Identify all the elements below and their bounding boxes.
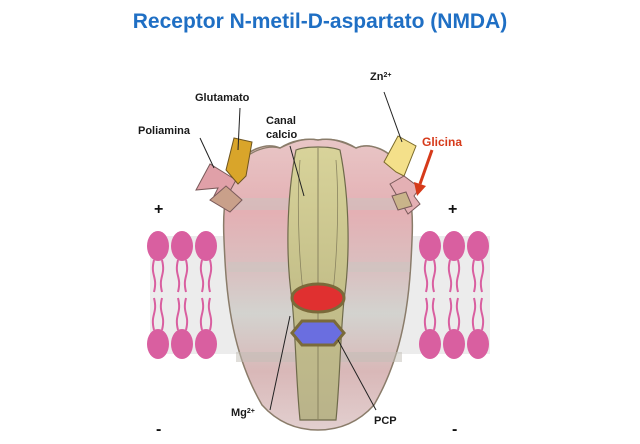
lipid-head	[147, 231, 169, 261]
lipid-tail	[447, 259, 453, 293]
canal-label-line1: Canal	[266, 115, 296, 127]
lipid-head	[147, 329, 169, 359]
lipid-head	[443, 231, 465, 261]
lipid-tail	[159, 297, 165, 331]
glicina-site	[389, 175, 421, 215]
lipid-head	[171, 329, 193, 359]
lipid-tail	[183, 297, 189, 331]
glicina-arrow	[414, 149, 434, 196]
lipid-tail	[471, 259, 477, 293]
pcp-label: PCP	[374, 415, 397, 427]
glutamato-site	[225, 137, 253, 185]
mg-label: Mg2+	[231, 407, 255, 419]
lipid-tail	[447, 297, 453, 331]
glicina-label: Glicina	[422, 135, 462, 149]
lipid-tail	[431, 259, 437, 293]
lipid-tail	[479, 259, 485, 293]
poliamina-label: Poliamina	[138, 125, 191, 137]
glutamato-label: Glutamato	[195, 92, 250, 104]
lipid-tail	[199, 297, 205, 331]
plus-sign-right: +	[448, 201, 457, 218]
pcp-site	[290, 319, 346, 347]
poliamina-site	[195, 163, 243, 213]
diagram-title: Receptor N-metil-D-aspartato (NMDA)	[132, 10, 508, 33]
lipid-tail	[207, 259, 213, 293]
lipid-head	[195, 231, 217, 261]
lipid-tail	[455, 259, 461, 293]
lipid-head	[419, 329, 441, 359]
lipid-tail	[455, 297, 461, 331]
lipid-tail	[159, 259, 165, 293]
lipid-head	[419, 231, 441, 261]
lipid-tail	[423, 259, 429, 293]
lipid-head	[467, 329, 489, 359]
lipid-tail	[175, 259, 181, 293]
minus-sign-left: -	[156, 421, 161, 438]
leader-lines	[199, 91, 403, 411]
mg-site	[290, 282, 346, 314]
lipid-tail	[151, 259, 157, 293]
lipid-tail	[423, 297, 429, 331]
lipid-head	[195, 329, 217, 359]
lipid-tail	[471, 297, 477, 331]
lipid-head	[467, 231, 489, 261]
canal-label-line2: calcio	[266, 129, 297, 141]
lipid-head	[443, 329, 465, 359]
lipid-head	[171, 231, 193, 261]
lipid-tail	[479, 297, 485, 331]
plus-sign-left: +	[154, 201, 163, 218]
zn-site	[383, 135, 417, 177]
lipid-tail	[151, 297, 157, 331]
minus-sign-right: -	[452, 421, 457, 438]
lipid-tail	[199, 259, 205, 293]
lipid-tail	[431, 297, 437, 331]
lipid-tail	[207, 297, 213, 331]
lipid-tail	[183, 259, 189, 293]
zn-label: Zn2+	[370, 71, 391, 83]
lipid-tail	[175, 297, 181, 331]
